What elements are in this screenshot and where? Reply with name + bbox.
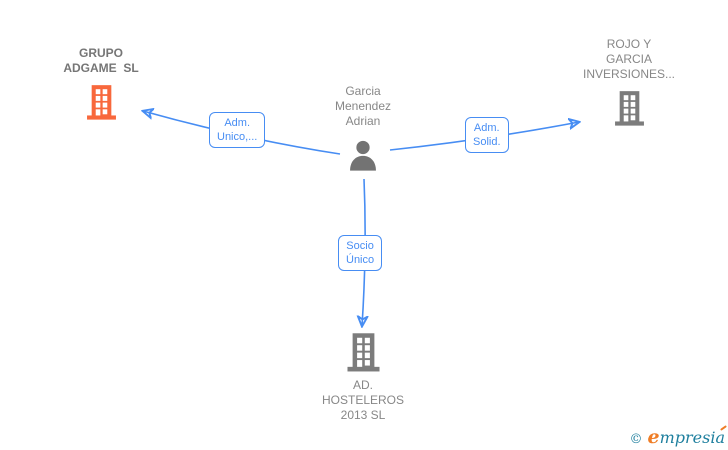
copyright-icon: ©	[629, 432, 643, 447]
company-name: HOSTELEROS	[321, 393, 405, 407]
company-name: ROJO Y	[606, 37, 652, 51]
relation-text: Unico,...	[217, 131, 258, 143]
relation-label-socio-unico[interactable]: Socio Único	[338, 235, 383, 271]
empresia-logo[interactable]: © e mpresi a	[629, 425, 727, 448]
company-name: AD.	[352, 378, 373, 392]
company-name: GRUPO	[78, 46, 123, 60]
brand-text-last: a	[715, 425, 727, 447]
person-node-garcia-menendez-adrian[interactable]: Garcia Menendez Adrian	[303, 84, 423, 174]
company-name: INVERSIONES...	[582, 67, 676, 81]
relation-text: Solid.	[473, 136, 501, 148]
building-icon	[343, 332, 384, 373]
company-name: ADGAME SL	[63, 61, 139, 75]
company-name: GARCIA	[605, 52, 652, 66]
relation-text: Único	[346, 254, 375, 266]
brand-initial: e	[647, 426, 660, 448]
person-name: Garcia	[345, 84, 381, 98]
company-node-ad-hosteleros[interactable]: AD. HOSTELEROS 2013 SL	[293, 332, 433, 423]
person-name: Menendez	[334, 99, 392, 113]
company-node-rojo-garcia[interactable]: ROJO Y GARCIA INVERSIONES...	[549, 37, 709, 127]
building-icon	[83, 84, 120, 121]
relation-text: Adm.	[224, 117, 251, 129]
company-node-grupo-adgame[interactable]: GRUPO ADGAME SL	[30, 46, 172, 121]
person-name: Adrian	[345, 114, 381, 128]
building-icon	[611, 90, 648, 127]
relation-text: Adm.	[473, 122, 500, 134]
relation-text: Socio	[346, 240, 374, 252]
company-name: 2013 SL	[340, 408, 386, 422]
relation-label-adm-solid[interactable]: Adm. Solid.	[465, 117, 509, 153]
person-icon	[345, 138, 381, 174]
relation-label-adm-unico[interactable]: Adm. Unico,...	[209, 112, 266, 148]
brand-text: mpresi	[659, 428, 716, 447]
